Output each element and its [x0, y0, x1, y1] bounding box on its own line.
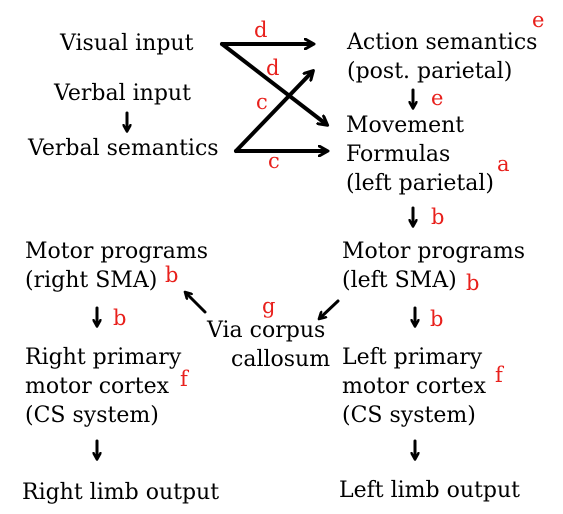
label-visual-to-action: d	[254, 18, 268, 42]
corpus-callosum-line-1: Via corpus	[207, 318, 326, 343]
node-motor-programs-right: Motor programs (right SMA)	[25, 237, 208, 295]
left-primary-line-2: motor cortex	[342, 374, 487, 399]
right-primary-line-2: motor cortex	[25, 374, 170, 399]
node-right-limb-output: Right limb output	[22, 480, 220, 505]
label-action-to-movement: e	[431, 86, 444, 110]
label-action-semantics: e	[532, 8, 545, 32]
node-movement-formulas: Movement Formulas (left parietal)	[346, 111, 494, 198]
label-movement-formulas: a	[497, 152, 510, 176]
arrow-verbal-to-action	[234, 72, 312, 153]
corpus-callosum-line-2: callosum	[231, 347, 331, 372]
action-semantics-line-2: (post. parietal)	[347, 59, 513, 84]
label-verbal-to-action: c	[256, 90, 268, 114]
node-verbal-semantics: Verbal semantics	[28, 136, 219, 161]
label-verbal-to-movement: c	[268, 149, 280, 173]
motor-programs-left-line-1: Motor programs	[342, 239, 526, 264]
node-action-semantics: Action semantics (post. parietal)	[347, 28, 537, 86]
label-movement-to-left-programs: b	[431, 205, 445, 229]
right-primary-line-3: (CS system)	[25, 403, 159, 428]
node-right-primary: Right primary motor cortex (CS system)	[25, 343, 181, 430]
node-verbal-input: Verbal input	[54, 81, 191, 106]
node-left-limb-output: Left limb output	[339, 478, 520, 503]
movement-formulas-line-2: Formulas	[346, 142, 451, 167]
node-left-primary: Left primary motor cortex (CS system)	[342, 343, 486, 430]
label-left-primary: f	[495, 363, 503, 387]
action-semantics-line-1: Action semantics	[347, 30, 538, 55]
motor-programs-right-line-1: Motor programs	[25, 239, 209, 264]
label-corpus-callosum: g	[262, 294, 276, 318]
motor-programs-right-line-2: (right SMA)	[25, 268, 158, 293]
node-corpus-callosum: Via corpus callosum	[207, 316, 330, 374]
label-right-programs-to-primary: b	[113, 306, 127, 330]
node-motor-programs-left: Motor programs (left SMA)	[342, 237, 525, 295]
label-visual-to-movement: d	[266, 56, 280, 80]
label-right-programs: b	[165, 263, 179, 287]
right-primary-line-1: Right primary	[25, 345, 182, 370]
node-visual-input: Visual input	[60, 31, 194, 56]
movement-formulas-line-1: Movement	[346, 113, 465, 138]
label-left-programs-to-primary: b	[430, 307, 444, 331]
label-left-programs: b	[466, 271, 480, 295]
motor-programs-left-line-2: (left SMA)	[342, 268, 457, 293]
arrow-visual-to-movement	[220, 42, 326, 124]
left-primary-line-3: (CS system)	[342, 403, 476, 428]
label-right-primary: f	[180, 367, 188, 391]
arrow-callosum-to-right-programs	[186, 293, 207, 314]
movement-formulas-line-3: (left parietal)	[346, 171, 494, 196]
arrow-left-programs-to-callosum	[320, 299, 340, 318]
left-primary-line-1: Left primary	[342, 345, 483, 370]
